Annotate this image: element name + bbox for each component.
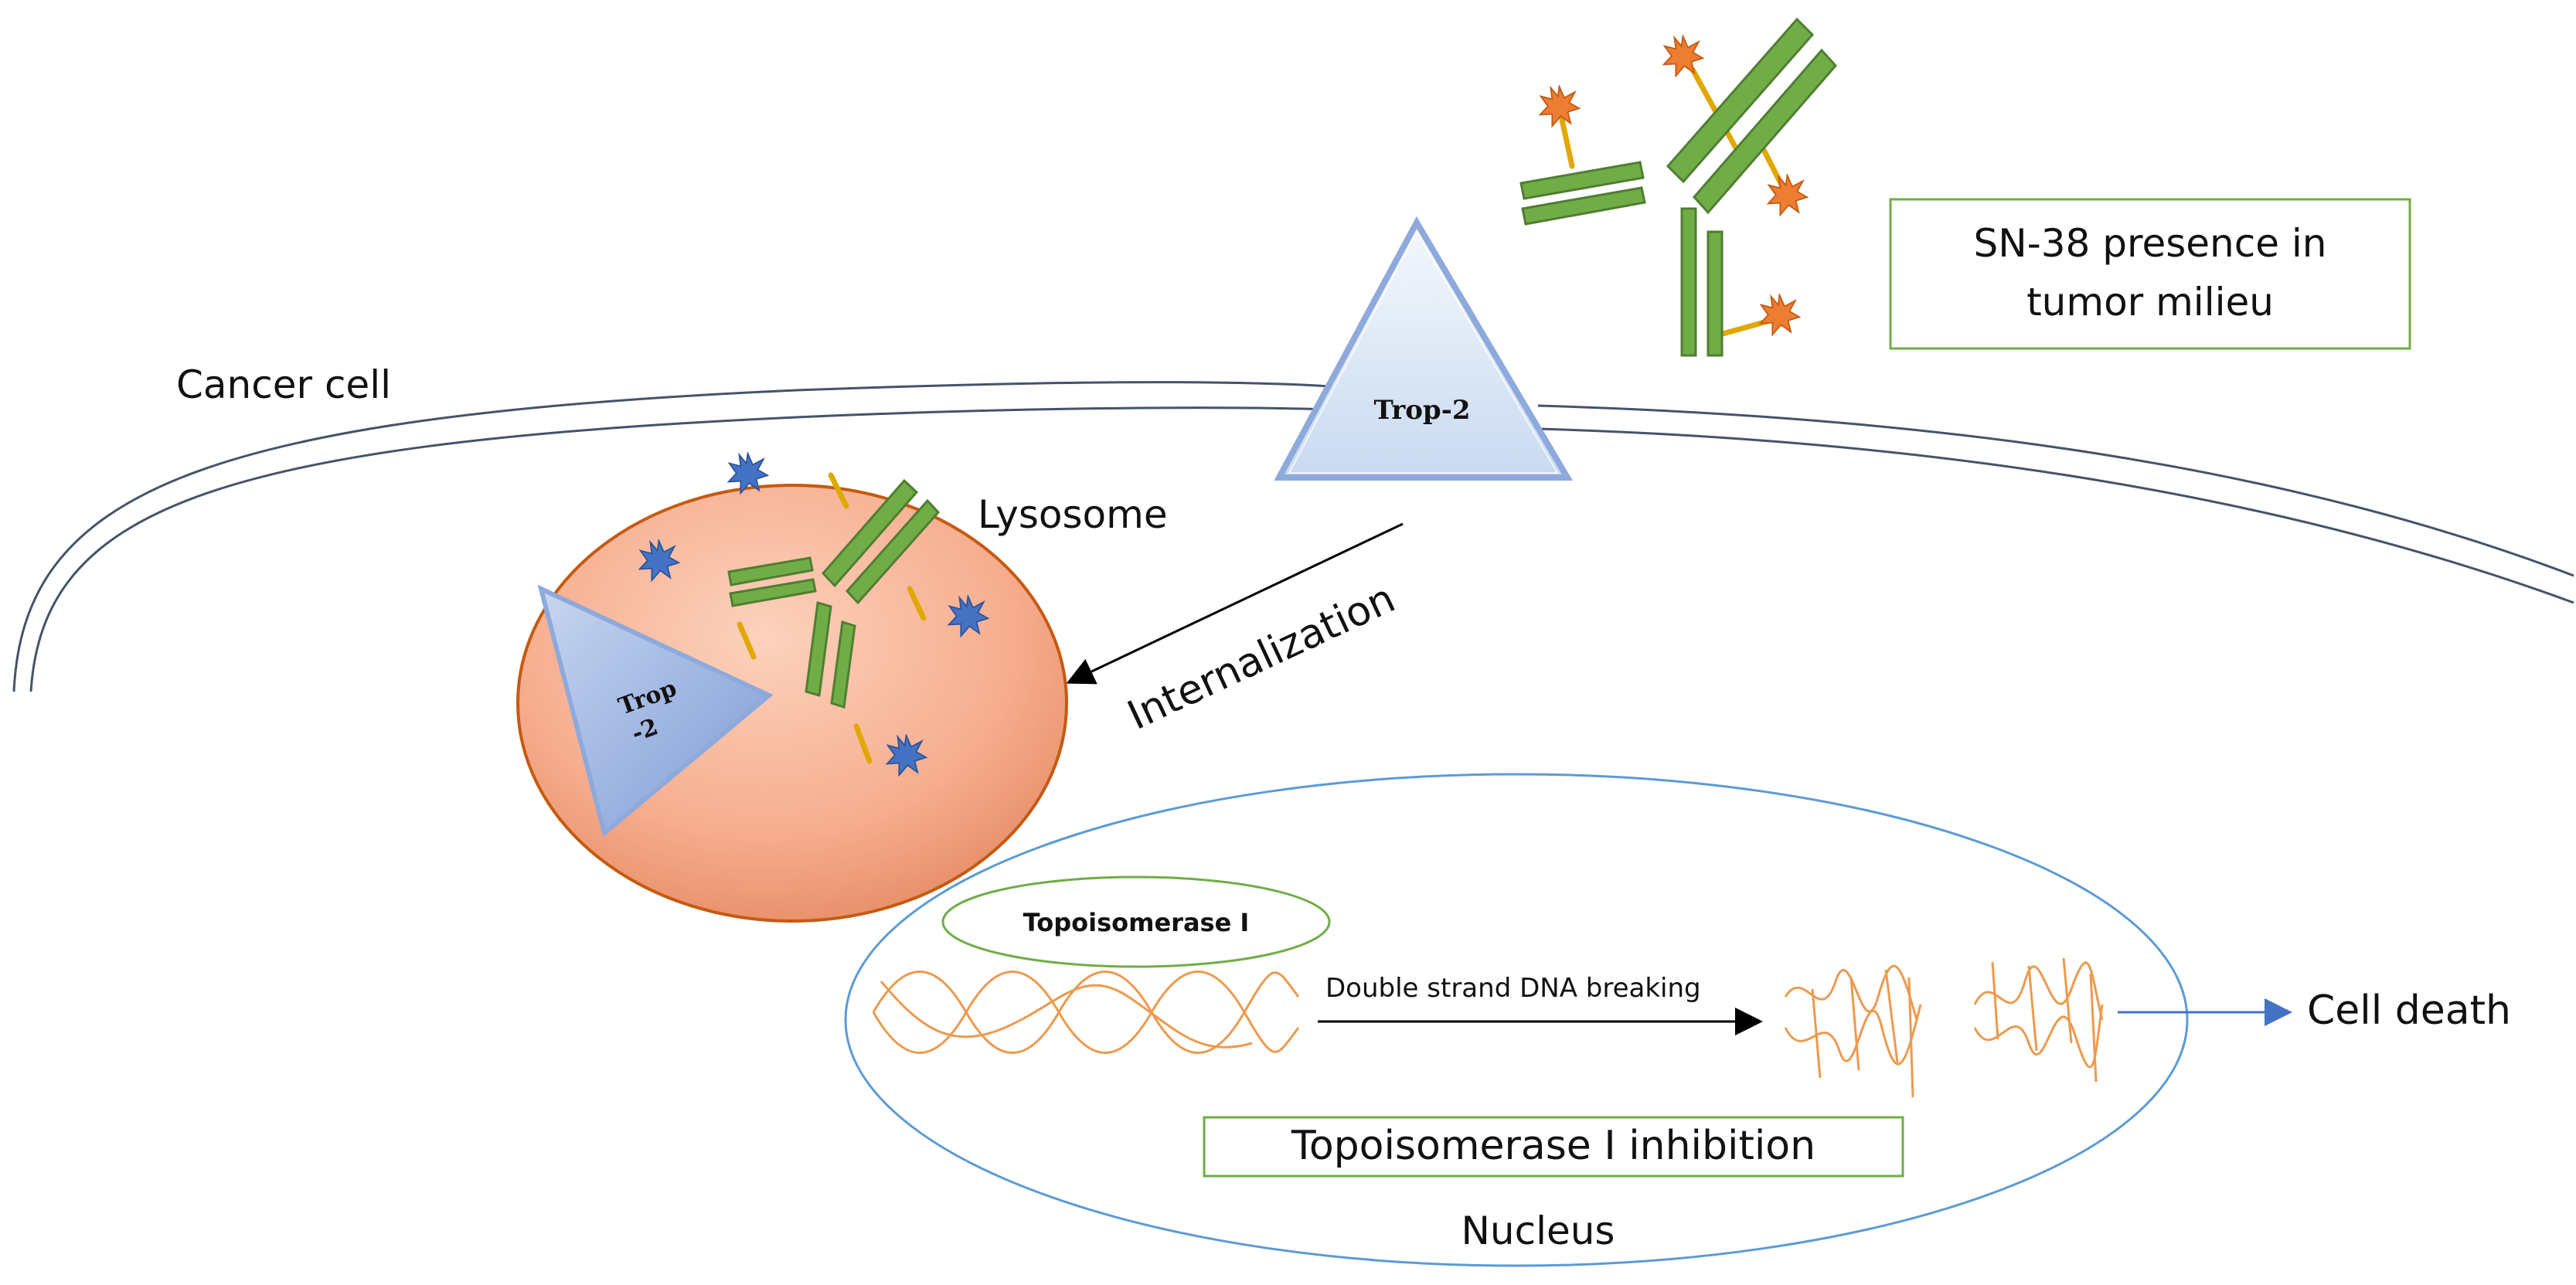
lysosome-label: Lysosome (978, 492, 1168, 537)
lysosome-trop2: Trop -2 (537, 584, 774, 838)
nucleus: Nucleus (844, 773, 2189, 1267)
broken-dna-fragment-2 (1973, 957, 2104, 1083)
inhibition-label: Topoisomerase I inhibition (1291, 1123, 1815, 1169)
sn38-box: SN-38 presence in tumor milieu (1889, 198, 2411, 350)
trop2-receptor-label: Trop-2 (1374, 395, 1471, 426)
dna-breaking-label: Double strand DNA breaking (1325, 973, 1701, 1004)
internalization-arrow (1066, 522, 1404, 685)
cell-death-label: Cell death (2307, 988, 2511, 1034)
inhibition-box: Topoisomerase I inhibition (1203, 1116, 1904, 1178)
broken-dna-fragment-1 (1784, 964, 1922, 1098)
lysosome-free-linkers (737, 472, 927, 764)
intact-dna (872, 971, 1300, 1054)
sn38-line2: tumor milieu (2026, 280, 2274, 325)
trop2-receptor: Trop-2 (1274, 216, 1574, 481)
nucleus-label: Nucleus (1462, 1209, 1615, 1253)
internalization-label: Internalization (1121, 576, 1402, 739)
extracellular-adc (1519, 17, 1838, 357)
lysosome: Trop -2 (516, 452, 1068, 923)
adc-heavy-chains (1519, 17, 1838, 357)
sn38-line1: SN-38 presence in (1974, 221, 2327, 266)
topoisomerase-enzyme: Topoisomerase I (941, 875, 1331, 968)
topoisomerase-label: Topoisomerase I (1023, 908, 1250, 937)
cell-membrane (12, 381, 2574, 692)
lysosome-antibody (727, 478, 941, 709)
cancer-cell-label: Cancer cell (176, 362, 391, 407)
